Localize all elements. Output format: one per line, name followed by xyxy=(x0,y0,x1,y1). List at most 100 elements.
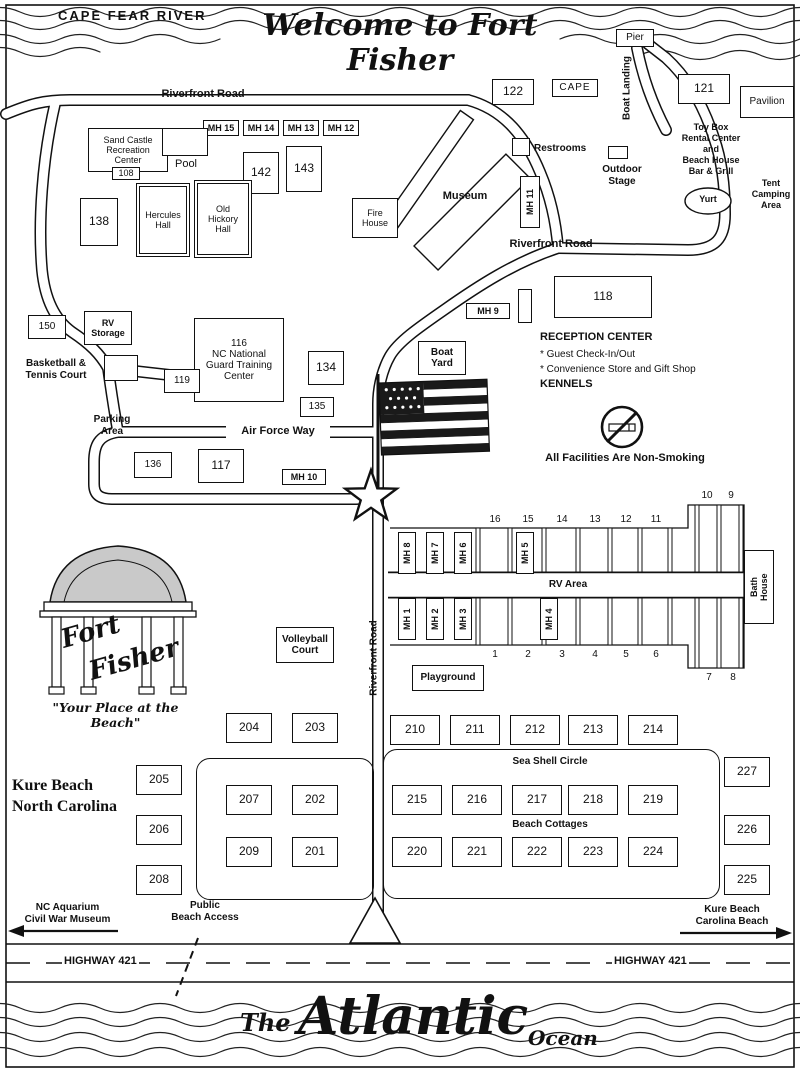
building-118: 118 xyxy=(554,276,652,318)
toy-box-label: Toy Box Rental Center and Beach House Ba… xyxy=(681,122,741,176)
old-hickory-hall: Old Hickory Hall xyxy=(194,180,252,258)
nc-aquarium-label: NC Aquarium Civil War Museum xyxy=(24,902,111,926)
mh-1-box: MH 1 xyxy=(398,598,416,640)
riverfront-road-vertical-label: Riverfront Road xyxy=(368,620,380,696)
tennis-court-shape xyxy=(104,355,138,381)
cottage-212: 212 xyxy=(510,715,560,745)
cape-fear-river-label: CAPE FEAR RIVER xyxy=(58,8,207,23)
parking-area-label: Parking Area xyxy=(93,414,131,438)
sand-castle-108: 108 xyxy=(112,167,140,180)
pool-label: Pool xyxy=(174,158,198,170)
building-143: 143 xyxy=(286,146,322,192)
cottage-211: 211 xyxy=(450,715,500,745)
rv-area-label: RV Area xyxy=(548,579,588,590)
map-border xyxy=(5,4,795,1068)
cottage-218: 218 xyxy=(568,785,618,815)
cottage-203: 203 xyxy=(292,713,338,743)
left-arrow xyxy=(8,925,118,937)
mh-9-box: MH 9 xyxy=(466,303,510,319)
rv-site-13: 13 xyxy=(589,514,601,525)
public-beach-access-label: Public Beach Access xyxy=(171,900,239,924)
logo-tagline: "Your Place at the Beach" xyxy=(52,700,179,730)
rv-site-11: 11 xyxy=(650,514,662,525)
rv-site-15: 15 xyxy=(522,514,534,525)
rv-site-14: 14 xyxy=(556,514,568,525)
rv-site-7: 7 xyxy=(706,672,712,683)
pavilion-box: Pavilion xyxy=(740,86,794,118)
restrooms-label: Restrooms xyxy=(534,143,587,154)
yurt-label: Yurt xyxy=(699,194,717,204)
cottage-221: 221 xyxy=(452,837,502,867)
mh-13-box: MH 13 xyxy=(283,120,319,136)
kure-carolina-beach-label: Kure Beach Carolina Beach xyxy=(695,904,769,928)
stage-building xyxy=(608,146,628,159)
boat-landing-label: Boat Landing xyxy=(621,56,633,120)
bath-house-box: Bath House xyxy=(744,550,774,624)
cottage-226: 226 xyxy=(724,815,770,845)
cottage-210: 210 xyxy=(390,715,440,745)
rv-site-6: 6 xyxy=(653,649,659,660)
cottage-224: 224 xyxy=(628,837,678,867)
pier-box: Pier xyxy=(616,29,654,47)
cottage-227: 227 xyxy=(724,757,770,787)
road-fork-island xyxy=(348,896,402,944)
rv-site-3: 3 xyxy=(559,649,565,660)
cottage-216: 216 xyxy=(452,785,502,815)
mh-11-box: MH 11 xyxy=(520,176,540,228)
building-134: 134 xyxy=(308,351,344,385)
cottage-213: 213 xyxy=(568,715,618,745)
kennels-label: KENNELS xyxy=(540,378,593,390)
rv-site-1: 1 xyxy=(492,649,498,660)
tent-camping-label: Tent Camping Area xyxy=(751,178,791,210)
cottage-209: 209 xyxy=(226,837,272,867)
cottage-222: 222 xyxy=(512,837,562,867)
cottage-215: 215 xyxy=(392,785,442,815)
beach-cottages-label: Beach Cottages xyxy=(512,819,588,830)
rv-site-5: 5 xyxy=(623,649,629,660)
air-force-way-label: Air Force Way xyxy=(226,425,330,439)
cottage-223: 223 xyxy=(568,837,618,867)
building-121: 121 xyxy=(678,74,730,104)
cottage-202: 202 xyxy=(292,785,338,815)
cottage-206: 206 xyxy=(136,815,182,845)
atlantic-waves xyxy=(0,1002,800,1058)
cottage-217: 217 xyxy=(512,785,562,815)
mh-10-box: MH 10 xyxy=(282,469,326,485)
rv-site-10: 10 xyxy=(701,490,713,501)
cape-box: CAPE xyxy=(552,79,598,97)
volleyball-court-box: Volleyball Court xyxy=(276,627,334,663)
outdoor-stage-label: Outdoor Stage xyxy=(602,164,642,188)
mh-6-box: MH 6 xyxy=(454,532,472,574)
cottage-201: 201 xyxy=(292,837,338,867)
beach-access-path xyxy=(175,937,199,997)
right-arrow xyxy=(680,927,792,939)
basketball-tennis-label: Basketball & Tennis Court xyxy=(25,358,87,382)
building-136: 136 xyxy=(134,452,172,478)
pool-shape xyxy=(162,128,208,156)
highway-421-right-label: HIGHWAY 421 xyxy=(612,955,689,969)
mh-3-box: MH 3 xyxy=(454,598,472,640)
mh-2-box: MH 2 xyxy=(426,598,444,640)
mh-14-box: MH 14 xyxy=(243,120,279,136)
kure-beach-nc-label: Kure Beach North Carolina xyxy=(12,777,118,815)
building-150: 150 xyxy=(28,315,66,339)
rv-site-4: 4 xyxy=(592,649,598,660)
cottage-204: 204 xyxy=(226,713,272,743)
yurt-shape xyxy=(684,187,732,215)
rv-site-2: 2 xyxy=(525,649,531,660)
riverfront-road-mid-label: Riverfront Road xyxy=(509,238,593,250)
west-cottage-loop xyxy=(196,758,374,900)
riverfront-road-top-label: Riverfront Road xyxy=(161,88,245,100)
sea-shell-circle-loop xyxy=(383,749,720,899)
playground-box: Playground xyxy=(412,665,484,691)
cape-fear-waves xyxy=(0,6,800,61)
building-135: 135 xyxy=(300,397,334,417)
fire-house: Fire House xyxy=(352,198,398,238)
cottage-225: 225 xyxy=(724,865,770,895)
mh-12-box: MH 12 xyxy=(323,120,359,136)
guard-training-center-116: 116 NC National Guard Training Center xyxy=(194,318,284,402)
reception-center-lines: * Guest Check-In/Out * Convenience Store… xyxy=(540,349,696,375)
cottage-207: 207 xyxy=(226,785,272,815)
ocean-ocean-text: Ocean xyxy=(528,1026,598,1050)
